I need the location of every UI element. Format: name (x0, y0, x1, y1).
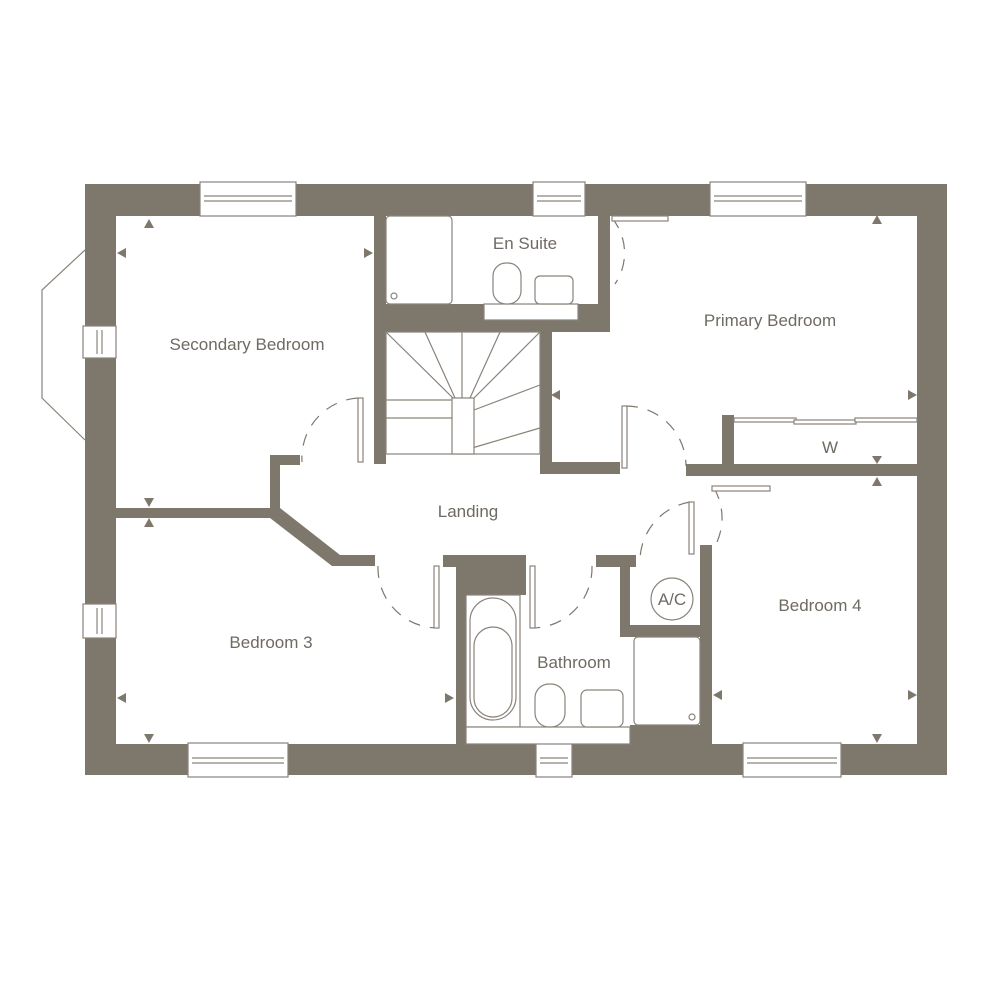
room-label-wardrobe: W (822, 438, 838, 457)
airing-cupboard-symbol (650, 577, 694, 621)
room-label-landing: Landing (438, 502, 499, 521)
room-label-en-suite: En Suite (493, 234, 557, 253)
room-label-airing-cupboard: A/C (658, 590, 686, 609)
windows (82, 181, 842, 778)
bay-window (41, 249, 86, 441)
room-label-bedroom-3: Bedroom 3 (229, 633, 312, 652)
room-label-bathroom: Bathroom (537, 653, 611, 672)
room-label-secondary-bedroom: Secondary Bedroom (170, 335, 325, 354)
internal-walls (116, 216, 917, 745)
bathroom-fixtures (465, 594, 701, 745)
room-label-primary-bedroom: Primary Bedroom (704, 311, 836, 330)
en-suite-fixtures (385, 215, 579, 321)
staircase (385, 331, 541, 455)
doors (301, 215, 771, 629)
wardrobe-doors (733, 417, 918, 425)
dimension-markers (117, 215, 917, 743)
room-label-bedroom-4: Bedroom 4 (778, 596, 861, 615)
